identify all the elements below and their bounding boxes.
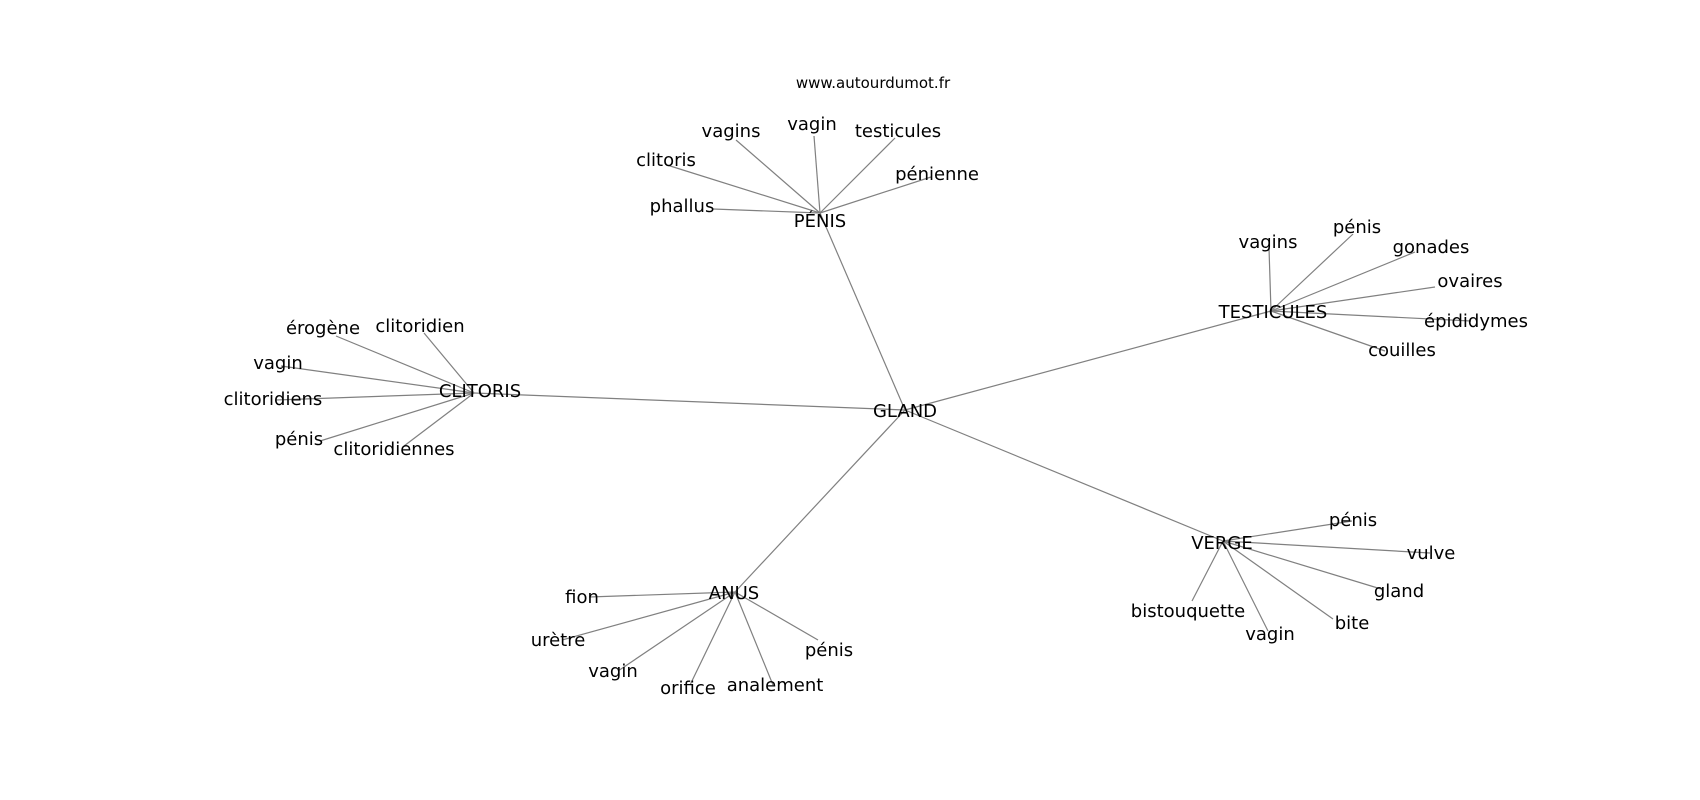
leaf-node-label[interactable]: vagin — [787, 114, 837, 135]
hub-node-label[interactable]: ANUS — [709, 583, 759, 604]
leaf-node-label[interactable]: urètre — [531, 630, 586, 651]
edge-hub-leaf — [1270, 286, 1436, 312]
leaf-node-label[interactable]: pénis — [805, 640, 853, 661]
edge-hub-leaf — [819, 137, 896, 214]
edge-hub-leaf — [813, 135, 821, 214]
leaf-node-label[interactable]: bite — [1335, 613, 1370, 634]
leaf-node-label[interactable]: épididymes — [1424, 311, 1528, 332]
leaf-node-label[interactable]: gonades — [1393, 237, 1470, 258]
edge-hub-leaf — [819, 176, 932, 214]
edge-hub-leaf — [1270, 310, 1386, 352]
leaf-node-label[interactable]: couilles — [1368, 340, 1436, 361]
leaf-node-label[interactable]: ovaires — [1437, 271, 1502, 292]
leaf-node-label[interactable]: pénienne — [895, 164, 979, 185]
edge-center-hub — [473, 392, 906, 411]
edge-hub-leaf — [712, 208, 821, 214]
edge-hub-leaf — [1222, 520, 1353, 542]
leaf-node-label[interactable]: testicules — [855, 121, 941, 142]
edge-hub-leaf — [1270, 310, 1472, 322]
hub-node-label[interactable]: PÉNIS — [794, 210, 846, 232]
edge-hub-leaf — [588, 591, 736, 598]
graph-labels: GLAND PÉNIS phallus clitoris vagins vagin test… — [224, 114, 1528, 699]
leaf-node-label[interactable]: phallus — [650, 196, 715, 217]
leaf-node-label[interactable]: orifice — [660, 678, 716, 699]
edge-center-hub — [904, 310, 1272, 411]
leaf-node-label[interactable]: clitoridiens — [224, 389, 323, 410]
edge-hub-leaf — [319, 392, 475, 442]
edge-hub-leaf — [734, 591, 774, 686]
edge-hub-leaf — [689, 591, 736, 686]
edge-hub-leaf — [561, 591, 736, 641]
edge-hub-leaf — [1222, 540, 1382, 590]
edge-hub-leaf — [617, 591, 736, 672]
leaf-node-label[interactable]: bistouquette — [1131, 601, 1245, 622]
leaf-node-label[interactable]: pénis — [1329, 510, 1377, 531]
edge-center-hub — [819, 212, 906, 411]
edge-hub-leaf — [666, 164, 821, 214]
leaf-node-label[interactable]: vagin — [1245, 624, 1295, 645]
leaf-node-label[interactable]: analement — [727, 675, 824, 696]
edge-hub-leaf — [280, 365, 475, 394]
edge-hub-leaf — [1222, 540, 1269, 632]
edge-hub-leaf — [275, 392, 475, 401]
hub-node-label[interactable]: VERGE — [1191, 533, 1253, 554]
leaf-node-label[interactable]: clitoridiennes — [333, 439, 454, 460]
edge-hub-leaf — [335, 335, 475, 394]
hub-node-label[interactable]: CLITORIS — [439, 381, 521, 402]
leaf-node-label[interactable]: gland — [1374, 581, 1424, 602]
leaf-node-label[interactable]: clitoridien — [375, 316, 464, 337]
edge-hub-leaf — [735, 139, 821, 214]
leaf-node-label[interactable]: vagin — [253, 353, 303, 374]
leaf-node-label[interactable]: érogène — [286, 318, 360, 339]
edge-hub-leaf — [1270, 251, 1416, 312]
edge-hub-leaf — [1268, 247, 1272, 312]
hub-node-label[interactable]: TESTICULES — [1218, 302, 1328, 323]
edge-hub-leaf — [1270, 233, 1354, 312]
edge-hub-leaf — [1191, 540, 1224, 602]
edge-hub-leaf — [1222, 540, 1334, 620]
leaf-node-label[interactable]: pénis — [275, 429, 323, 450]
leaf-node-label[interactable]: fion — [565, 587, 599, 608]
edge-hub-leaf — [403, 392, 475, 447]
center-node-label[interactable]: GLAND — [873, 401, 937, 422]
leaf-node-label[interactable]: vagins — [702, 121, 761, 142]
edge-hub-leaf — [423, 332, 475, 394]
site-url[interactable]: www.autourdumot.fr — [796, 74, 951, 92]
graph-edges — [275, 135, 1472, 686]
edge-hub-leaf — [1222, 540, 1431, 554]
leaf-node-label[interactable]: vagins — [1239, 232, 1298, 253]
edge-center-hub — [734, 409, 906, 593]
leaf-node-label[interactable]: vulve — [1407, 543, 1456, 564]
leaf-node-label[interactable]: pénis — [1333, 217, 1381, 238]
edge-center-hub — [904, 409, 1224, 542]
leaf-node-label[interactable]: vagin — [588, 661, 638, 682]
leaf-node-label[interactable]: clitoris — [636, 150, 696, 171]
edge-hub-leaf — [734, 591, 819, 641]
